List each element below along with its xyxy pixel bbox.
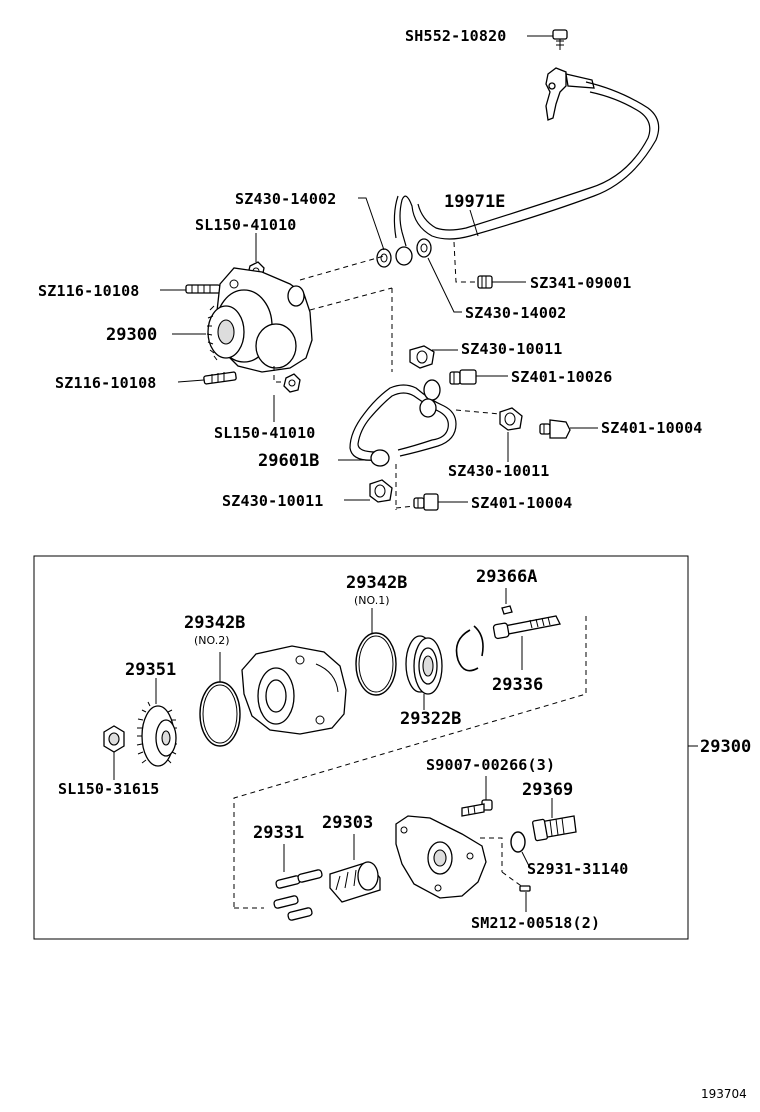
snap-ring [455, 625, 484, 672]
label-sz430-10011-b: SZ430-10011 [448, 462, 550, 480]
dash-sz341 [453, 241, 476, 283]
label-29303: 29303 [322, 813, 373, 833]
label-sz430-10011-a: SZ430-10011 [461, 340, 563, 358]
label-sz401-10026: SZ401-10026 [511, 368, 613, 386]
oil-pipe-29601b [349, 379, 457, 467]
leader-sz430-14002-b [427, 257, 462, 313]
label-sh552-10820: SH552-10820 [405, 27, 507, 45]
label-sl150-31615: SL150-31615 [58, 780, 160, 798]
vacuum-pump-29300 [206, 267, 313, 373]
gasket-sz430-10011-c [369, 479, 393, 503]
key-29366a [501, 605, 513, 615]
bolt-sz401-10026 [449, 369, 477, 385]
label-sz401-10004-b: SZ401-10004 [471, 494, 573, 512]
stud-sz116-10108-a [185, 284, 221, 294]
dash-gasket-b [455, 409, 501, 415]
rotor-29303 [329, 861, 381, 903]
o-ring-29342b-no1 [355, 632, 397, 696]
label-29300-a: 29300 [106, 325, 157, 345]
washer-sz430-14002-b [416, 238, 432, 258]
label-sz116-10108-b: SZ116-10108 [55, 374, 157, 392]
leader-sz116-b [177, 379, 205, 383]
label-sl150-41010-b: SL150-41010 [214, 424, 316, 442]
dash-bolt-b [395, 505, 415, 509]
assembly-box-29300 [33, 555, 689, 940]
label-29342b-a-note: (NO.1) [354, 594, 390, 607]
pipe-bracket [545, 67, 595, 121]
leader-sz430-14002-a [358, 197, 385, 251]
stud-sz116-10108-b [203, 371, 237, 385]
label-sz116-10108-a: SZ116-10108 [38, 282, 140, 300]
label-29342b-b-note: (NO.2) [194, 634, 230, 647]
gasket-sz430-10011-a [409, 345, 435, 369]
union-fitting [395, 246, 413, 266]
fitting-29369 [532, 815, 577, 842]
label-29601b: 29601B [258, 451, 319, 471]
label-29331: 29331 [253, 823, 304, 843]
nut-sl150-41010-b [283, 373, 301, 393]
label-s9007-00266: S9007-00266(3) [426, 756, 555, 774]
label-sz341-09001: SZ341-09001 [530, 274, 632, 292]
diagram-number: 193704 [701, 1087, 747, 1101]
label-29366a: 29366A [476, 567, 537, 587]
label-29342b-b: 29342B [184, 613, 245, 633]
cover-plate [395, 815, 487, 899]
label-29322b: 29322B [400, 709, 461, 729]
label-sz401-10004-a: SZ401-10004 [601, 419, 703, 437]
dash-pump-washer [299, 255, 385, 281]
pipe-19971e [393, 81, 660, 247]
dash-plate [480, 837, 503, 872]
dash-pump-pipe [309, 287, 393, 311]
bolt-sz401-10004-a [539, 419, 571, 439]
label-sl150-41010-a: SL150-41010 [195, 216, 297, 234]
washer-sz430-14002-a [376, 248, 392, 268]
pin-sm212-00518 [519, 885, 531, 892]
shaft-29336 [492, 615, 561, 640]
o-ring-29342b-no2 [199, 681, 241, 747]
dash-subassembly [233, 616, 587, 908]
bearing-29322b [405, 635, 443, 695]
label-sz430-10011-c: SZ430-10011 [222, 492, 324, 510]
plug-sz341-09001 [477, 275, 493, 289]
nut-sl150-31615 [103, 725, 125, 753]
vanes-29331 [273, 869, 323, 921]
label-sz430-14002-a: SZ430-14002 [235, 190, 337, 208]
label-29336: 29336 [492, 675, 543, 695]
leader-s2931 [521, 851, 531, 869]
label-29369: 29369 [522, 780, 573, 800]
label-29342b-a: 29342B [346, 573, 407, 593]
bolt-sz401-10004-b [413, 493, 439, 511]
label-sm212-00518: SM212-00518(2) [471, 914, 600, 932]
gasket-sz430-10011-b [499, 407, 523, 431]
o-ring-s2931-31140 [510, 831, 526, 853]
pump-housing [241, 645, 347, 735]
gear-29351 [136, 701, 177, 767]
dash-pin [501, 871, 525, 889]
label-29351: 29351 [125, 660, 176, 680]
bolt-s9007-00266 [461, 799, 493, 817]
label-s2931-31140: S2931-31140 [527, 860, 629, 878]
label-19971e: 19971E [444, 192, 505, 212]
leader-19971e [469, 209, 479, 237]
bolt-sh552-10820 [552, 29, 568, 50]
label-sz430-14002-b: SZ430-14002 [465, 304, 567, 322]
label-29300-b: 29300 [700, 737, 751, 757]
